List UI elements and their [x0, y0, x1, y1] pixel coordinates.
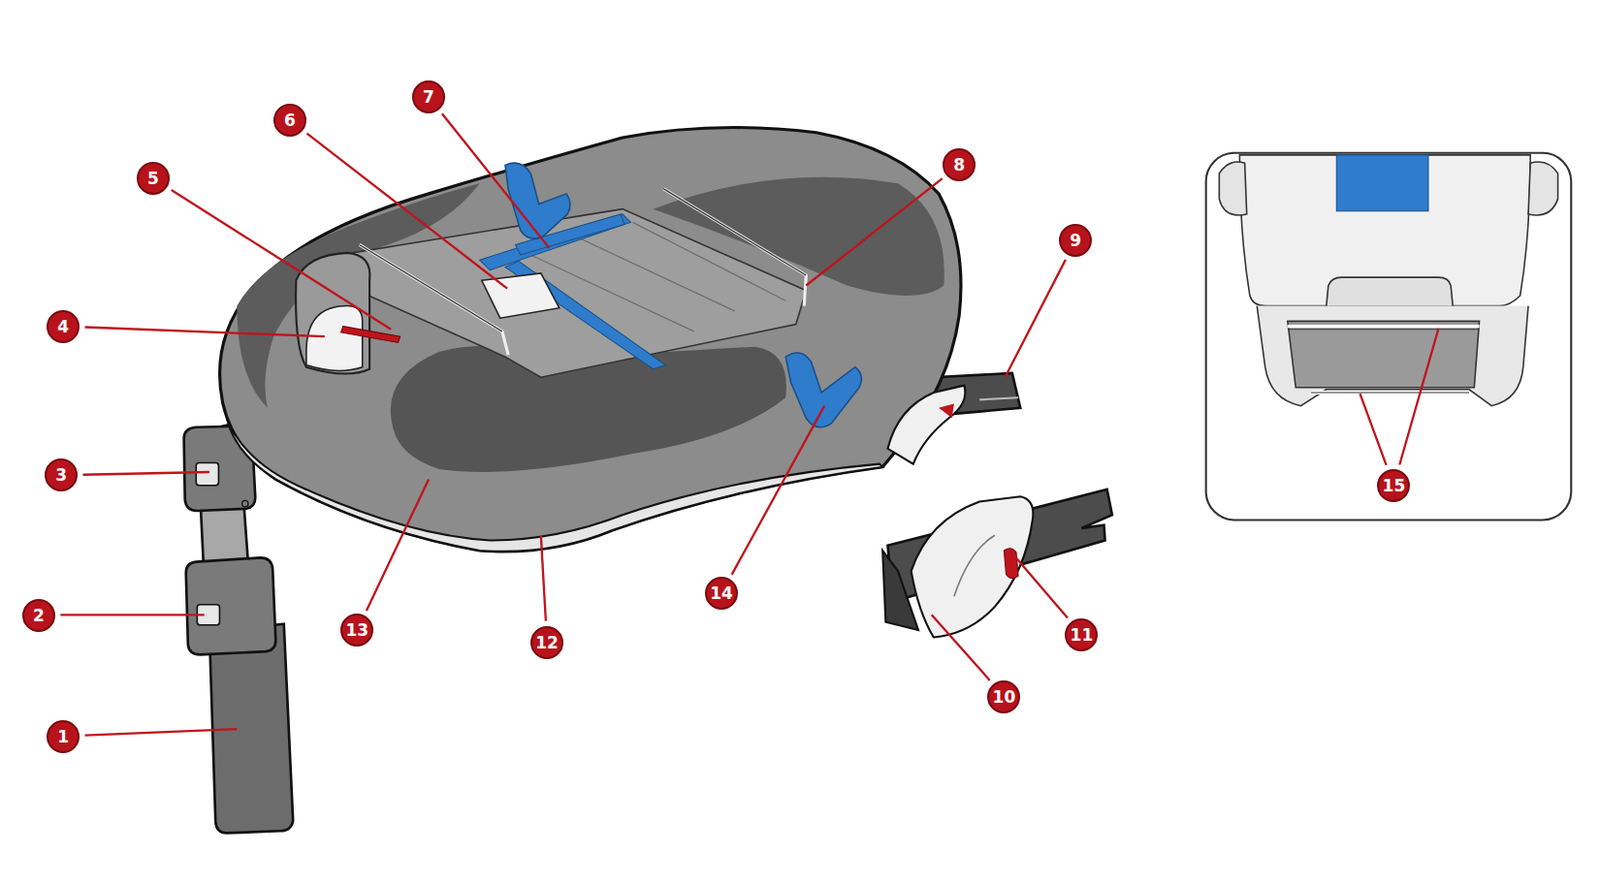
leader-line [1359, 393, 1386, 466]
leader-line [83, 472, 210, 476]
buckle-housing [1326, 277, 1453, 306]
callout-number: 14 [704, 576, 738, 610]
isofix-housing [887, 385, 965, 465]
belt-guide-edge [1287, 329, 1480, 393]
adjust-dial [306, 306, 363, 372]
callout-number: 1 [46, 720, 80, 754]
platform-ridge [663, 189, 806, 276]
callout-number: 7 [412, 80, 446, 114]
leader-line [171, 190, 391, 330]
leader-lines [60, 113, 1439, 736]
callout-number: 12 [530, 626, 564, 660]
leader-line [541, 535, 546, 621]
leader-line [732, 406, 826, 576]
platform-ridge [663, 189, 806, 307]
callout-number: 5 [136, 161, 170, 195]
red-indicator [938, 404, 955, 419]
seat-side [1528, 161, 1559, 216]
leader-line [60, 613, 204, 616]
leader-line [85, 729, 238, 736]
release-button [481, 273, 560, 319]
callout-number: 4 [46, 310, 80, 344]
callout-number: 9 [1058, 224, 1092, 257]
isofix-slot [979, 397, 1019, 400]
base-shell [220, 128, 961, 552]
callout-number: 11 [1064, 618, 1098, 652]
leader-line [366, 479, 429, 611]
isofix-connector [882, 550, 919, 631]
latch-contour [954, 535, 995, 597]
leader-line [1399, 328, 1439, 466]
callout-number: 2 [22, 599, 56, 633]
belt-guide [505, 162, 571, 239]
detail-inset [1206, 153, 1572, 521]
leader-line [1004, 259, 1065, 378]
seat-underside [1239, 155, 1531, 307]
dial-housing [295, 253, 370, 375]
callout-number: 13 [340, 613, 374, 647]
leg-clamp [186, 557, 277, 655]
red-indicator [1003, 548, 1019, 579]
latch-housing [911, 496, 1034, 638]
leader-line [442, 113, 549, 248]
leader-line [85, 326, 325, 337]
support-leg [209, 624, 293, 834]
seat-side [1218, 161, 1247, 216]
base-front [1256, 306, 1529, 407]
callout-number: 6 [273, 103, 307, 137]
leader-line [805, 178, 942, 286]
leader-line [931, 614, 991, 681]
blue-strap [1336, 155, 1429, 212]
platform-ridge [359, 244, 503, 331]
callout-number: 8 [942, 148, 976, 182]
leader-line [1014, 555, 1068, 618]
belt-guide [785, 352, 862, 428]
belt-guide-bar [1287, 324, 1480, 328]
callout-number: 10 [987, 680, 1021, 714]
belt-slot [1287, 320, 1480, 387]
callout-number: 3 [44, 458, 78, 492]
leg-button [195, 463, 219, 486]
leg-pin [242, 500, 249, 507]
